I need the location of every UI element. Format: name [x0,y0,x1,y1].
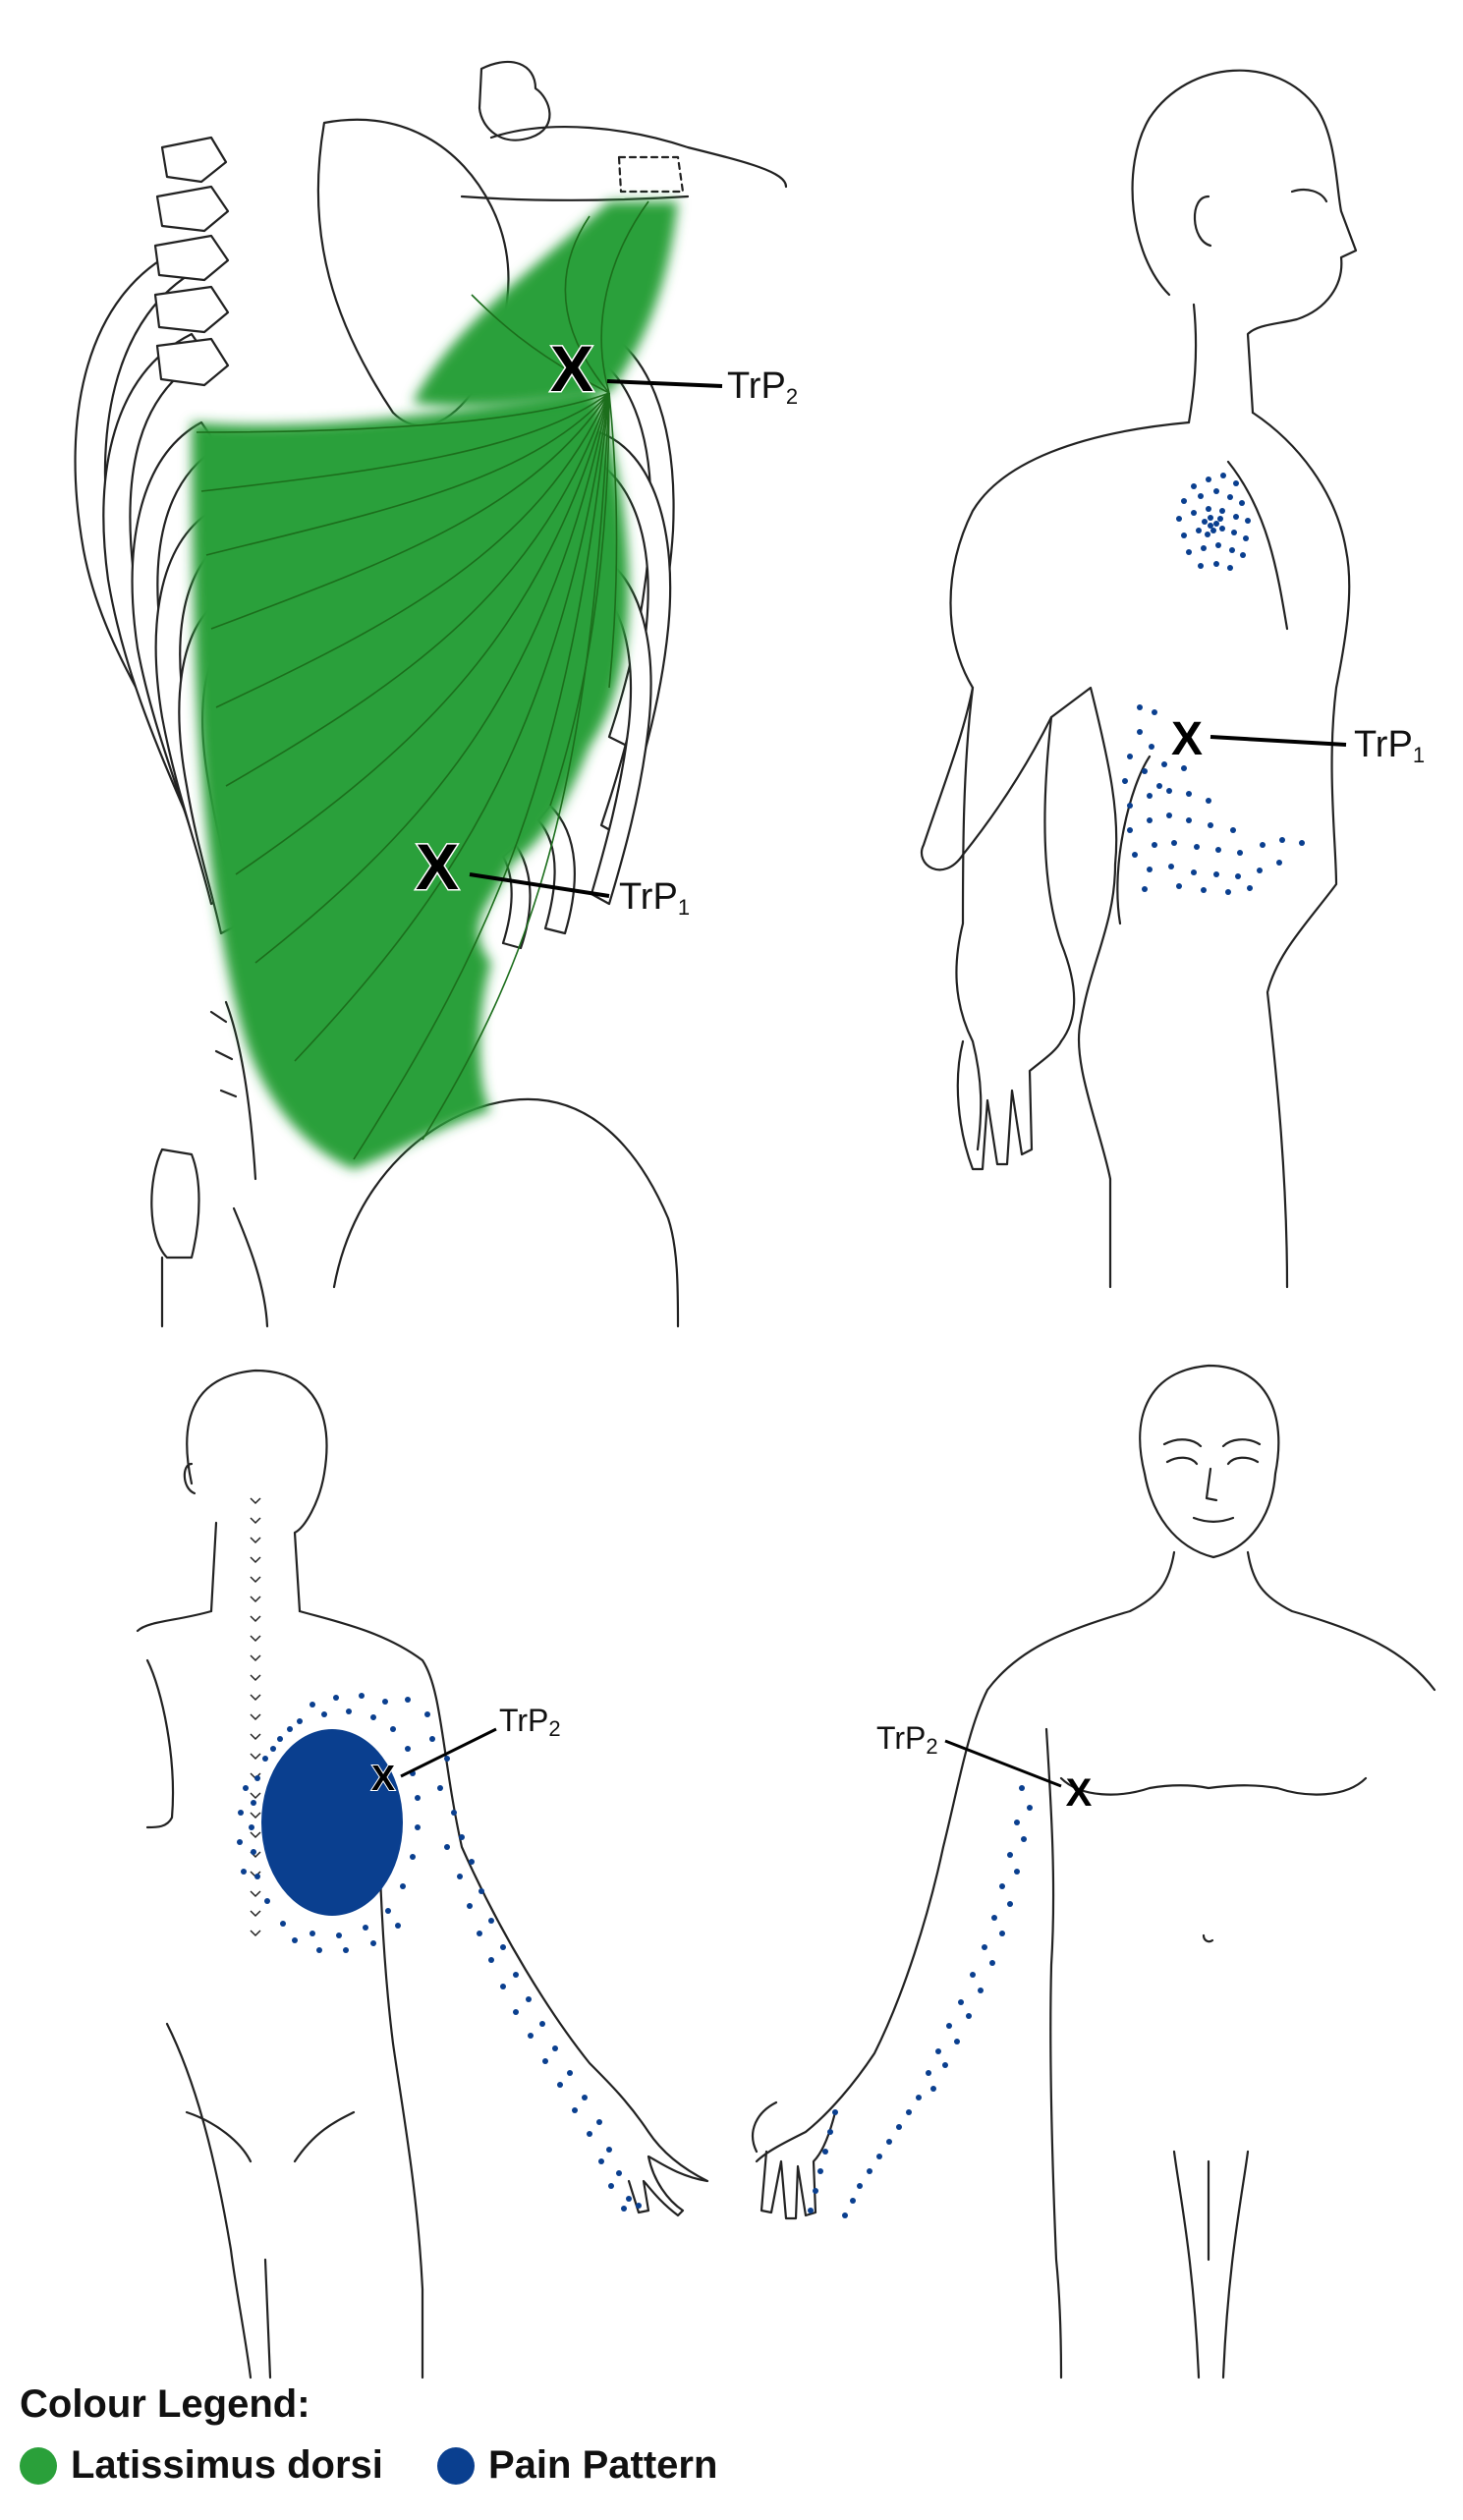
panel-lateral: X TrP1 [921,69,1425,1289]
panel-posterior-body: X TrP2 [136,1369,709,2380]
muscle-shape [192,388,629,1169]
back-torso [136,1609,709,2217]
lateral-ear [1193,195,1212,248]
x-mark: X [416,830,459,903]
lateral-hand [956,1039,1063,1171]
muscle-upper-slip [413,201,678,408]
lateral-torso [921,420,1191,1289]
x-mark: X [1066,1771,1093,1815]
x-mark: X [550,332,593,405]
legend-item-pain: Pain Pattern [437,2443,717,2488]
trp2-marker-back: X TrP2 [370,1703,561,1799]
pelvis [150,1097,680,1328]
lateral-shoulder-pain [1176,473,1251,571]
back-pain-core [261,1729,403,1916]
panel-anterior-body: X TrP2 [752,1364,1436,2380]
front-hand [752,2100,837,2220]
latissimus-dorsi-muscle [192,200,678,1169]
trp2-label-front: TrP2 [876,1720,938,1759]
back-arm-pain [437,1785,642,2212]
back-spine-marks [250,1497,261,1937]
legend-title: Colour Legend: [20,2382,310,2426]
trp1-marker-lateral: X TrP1 [1171,713,1425,767]
panel-posterior-muscle: X TrP2 X TrP1 [74,60,798,1328]
back-pain-spread [237,1693,450,1953]
lateral-arm [1043,715,1076,1043]
x-mark: X [371,1758,395,1798]
front-arm-pain [808,1785,1033,2218]
trp2-label-posterior: TrP2 [727,365,798,409]
front-head [1139,1364,1280,1559]
trp1-label-lateral: TrP1 [1354,724,1425,767]
legend-swatch-green [20,2446,57,2485]
colour-legend: Colour Legend: Latissimus dorsi Pain Pat… [20,2382,904,2510]
trp1-label-posterior: TrP1 [619,876,690,920]
legend-item-latissimus: Latissimus dorsi [20,2443,383,2488]
trp2-marker-posterior: X TrP2 [548,331,798,410]
rib-cage [74,249,675,950]
x-mark: X [1171,713,1203,765]
legend-label-pain: Pain Pattern [488,2443,718,2487]
legend-label-latissimus: Latissimus dorsi [71,2443,383,2487]
front-torso [755,1550,1176,2163]
trp2-label-back: TrP2 [499,1703,561,1741]
legend-swatch-blue [437,2446,475,2485]
back-head [186,1369,328,1613]
lateral-flank-pain [1122,704,1305,895]
lateral-head [1131,69,1358,415]
trp2-marker-front: X TrP2 [876,1720,1093,1815]
trp1-marker-posterior: X TrP1 [414,829,690,921]
spine [153,136,257,1181]
